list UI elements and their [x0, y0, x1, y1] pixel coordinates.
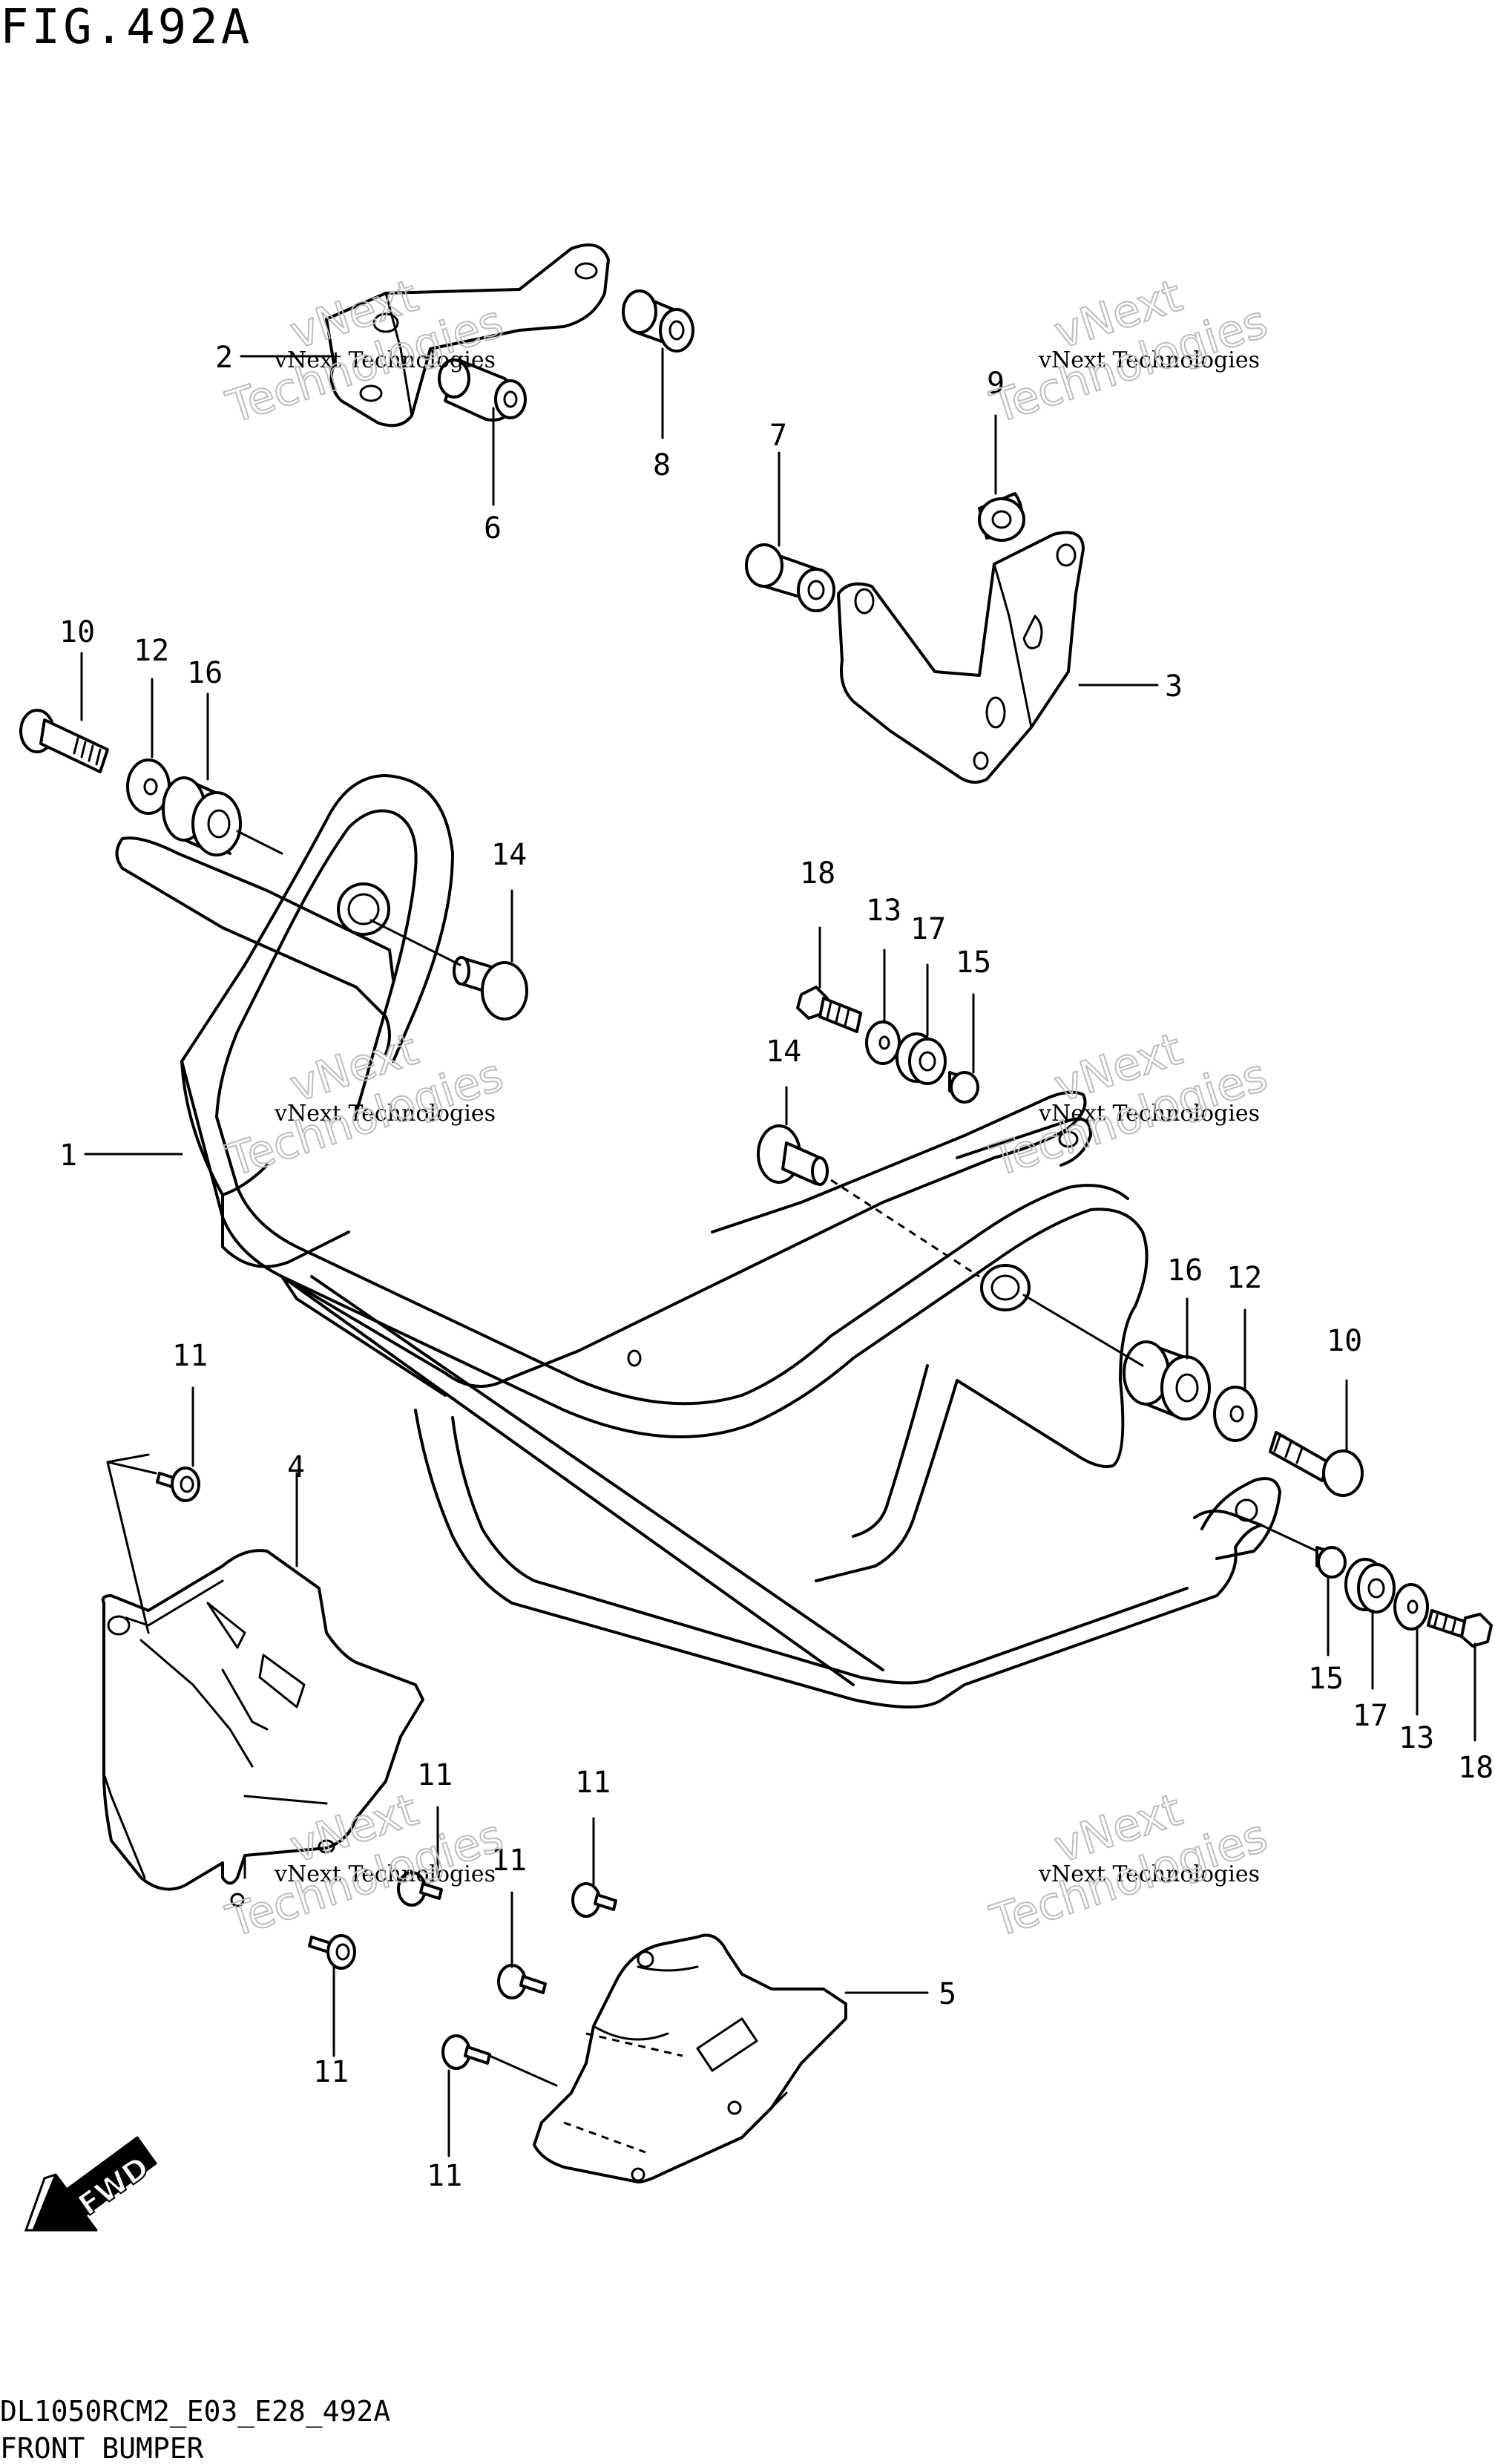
part-18-bolt-lower [1427, 1609, 1493, 1648]
callout-17-upper: 17 [910, 912, 946, 946]
part-9-collar [978, 492, 1025, 542]
callout-14-lower: 14 [766, 1035, 801, 1069]
callout-12-left: 12 [134, 634, 169, 668]
callout-10-right: 10 [1327, 1324, 1362, 1358]
callout-11-d: 11 [491, 1844, 527, 1878]
part-17-grommet-upper [896, 1032, 947, 1085]
callout-11-b: 11 [417, 1758, 453, 1792]
part-5-cover [533, 1933, 847, 2183]
part-18-bolt-upper [796, 986, 862, 1033]
part-11-screw-c [397, 1871, 443, 1907]
callout-11-e: 11 [313, 2055, 349, 2089]
callout-6: 6 [484, 511, 502, 545]
callout-10-left: 10 [59, 615, 95, 649]
callout-16-left: 16 [187, 656, 223, 690]
part-2-bracket [325, 243, 610, 427]
figure-caption: FRONT BUMPER [0, 2432, 204, 2464]
part-8-sleeve [622, 289, 694, 353]
part-15-collar-lower [1315, 1546, 1347, 1579]
model-code: DL1050RCM2_E03_E28_492A [0, 2395, 390, 2428]
callout-13-lower: 13 [1399, 1721, 1434, 1755]
callout-18-upper: 18 [800, 856, 835, 891]
part-11-screw-e [497, 1964, 547, 1999]
figure-title: FIG.492A [0, 0, 252, 55]
callout-1: 1 [59, 1138, 77, 1173]
part-10-bolt-right [1269, 1431, 1364, 1497]
watermark-3-line1: vNext Technologies [274, 1101, 496, 1127]
watermark-4: vNext Technologies Technologies vNext [984, 1023, 1274, 1188]
part-1-bumper-frame [115, 774, 1281, 1708]
fwd-arrow-icon: FWD [24, 2136, 157, 2232]
part-11-screw-a [156, 1467, 200, 1502]
part-11-screw-f [441, 2034, 491, 2070]
part-7-sleeve [745, 543, 835, 612]
part-15-collar-upper [948, 1071, 979, 1104]
callout-15-lower: 15 [1308, 1662, 1344, 1696]
callout-5: 5 [939, 1977, 956, 2011]
callout-11-a: 11 [172, 1339, 208, 1373]
callout-3: 3 [1165, 669, 1183, 704]
watermark-5: vNext Technologies Technologies vNext [220, 1783, 510, 1949]
callout-16-right: 16 [1167, 1254, 1203, 1288]
part-4-cover [101, 1549, 424, 1907]
part-17-grommet-lower [1344, 1558, 1396, 1613]
watermark-6-line1: vNext Technologies [1038, 1861, 1260, 1887]
callout-18-lower: 18 [1458, 1751, 1494, 1785]
leader-lines [80, 347, 1476, 2157]
callout-12-right: 12 [1226, 1261, 1262, 1295]
part-11-screw-d [571, 1882, 617, 1918]
watermark-5-line1: vNext Technologies [274, 1861, 496, 1887]
callout-labels: 1 2 3 4 5 6 7 8 9 10 12 16 14 18 13 17 1… [59, 341, 1494, 2193]
callout-17-lower: 17 [1353, 1699, 1388, 1733]
assembly-lines [106, 830, 1318, 2154]
watermark-2-line1: vNext Technologies [1038, 347, 1260, 373]
callout-4: 4 [287, 1450, 305, 1484]
part-14-bolt-lower [757, 1124, 829, 1186]
part-16-rubber-left [162, 776, 242, 856]
callout-11-c: 11 [575, 1766, 611, 1800]
part-10-bolt-left [19, 709, 109, 773]
part-13-washer-lower [1393, 1583, 1429, 1631]
callout-15-upper: 15 [956, 946, 991, 980]
part-11-screw-b [308, 1934, 356, 1970]
part-12-washer-right [1213, 1386, 1258, 1442]
watermark-4-line1: vNext Technologies [1038, 1101, 1260, 1127]
watermark-3: vNext Technologies Technologies vNext [220, 1023, 510, 1188]
callout-11-f: 11 [427, 2159, 462, 2193]
callout-2: 2 [215, 341, 233, 375]
callout-9: 9 [987, 367, 1005, 401]
part-16-rubber-right [1123, 1340, 1211, 1421]
callout-7: 7 [769, 419, 787, 453]
callout-8: 8 [653, 448, 671, 482]
callout-14-upper: 14 [491, 838, 527, 872]
part-6-sleeve [438, 358, 527, 422]
watermark-6: vNext Technologies Technologies vNext [984, 1783, 1274, 1949]
watermark-2: vNext Technologies Technologies vNext [984, 269, 1274, 435]
part-3-bracket [837, 531, 1085, 784]
callout-13-upper: 13 [866, 894, 901, 928]
watermark-1-line1: vNext Technologies [274, 347, 496, 373]
part-14-bolt-upper [453, 956, 528, 1020]
part-13-washer-upper [865, 1020, 901, 1065]
